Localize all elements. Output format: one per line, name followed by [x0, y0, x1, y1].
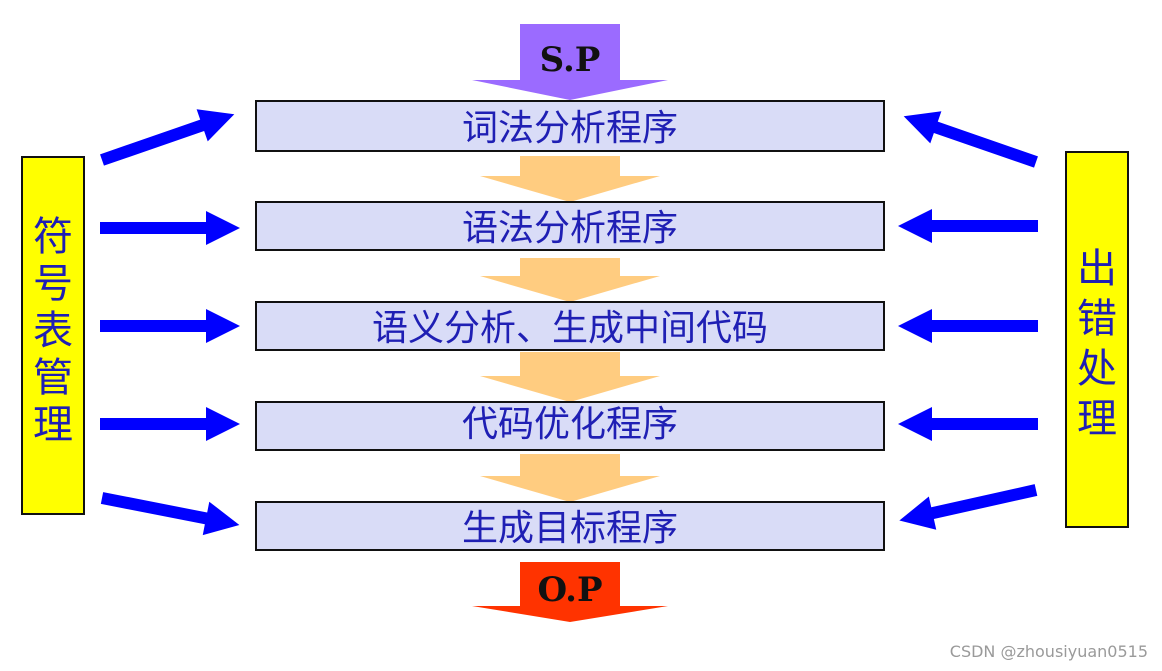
right-arrows	[898, 111, 1038, 530]
stage-4-label: 代码优化程序	[462, 404, 678, 445]
left-arrow-4	[100, 407, 240, 441]
symbol-table-char-1: 符	[33, 214, 73, 260]
symbol-table-char-4: 管	[33, 355, 73, 401]
right-arrow-4	[898, 407, 1038, 441]
left-arrow-3	[100, 309, 240, 343]
flow-arrow-3	[480, 352, 660, 402]
flow-arrow-4	[480, 454, 660, 502]
stage-2: 语法分析程序	[255, 201, 885, 251]
flow-arrow-2	[480, 258, 660, 302]
symbol-table-char-2: 号	[33, 261, 73, 307]
error-handling-char-3: 处	[1077, 346, 1117, 392]
stage-3: 语义分析、生成中间代码	[255, 301, 885, 351]
error-handling-char-2: 错	[1077, 296, 1117, 342]
left-arrow-5	[100, 492, 240, 536]
left-arrow-1	[100, 109, 235, 166]
stage-4: 代码优化程序	[255, 401, 885, 451]
stage-2-label: 语法分析程序	[462, 208, 678, 249]
output-label: O.P	[537, 570, 602, 610]
symbol-table-panel: 符 号 表 管 理	[21, 156, 85, 515]
error-handling-panel: 出 错 处 理	[1065, 151, 1129, 528]
flow-arrows	[480, 156, 660, 502]
stage-5-label: 生成目标程序	[462, 508, 678, 549]
stage-1-label: 词法分析程序	[462, 108, 678, 149]
right-arrow-3	[898, 309, 1038, 343]
flow-arrow-1	[480, 156, 660, 202]
output-arrow: O.P	[472, 562, 668, 622]
left-arrows	[100, 109, 240, 536]
right-arrow-1	[903, 111, 1038, 168]
right-arrow-5	[899, 484, 1038, 530]
input-label: S.P	[540, 40, 601, 80]
stage-1: 词法分析程序	[255, 100, 885, 152]
input-arrow: S.P	[472, 24, 668, 100]
watermark: CSDN @zhousiyuan0515	[949, 642, 1148, 661]
stage-5: 生成目标程序	[255, 501, 885, 551]
left-arrow-2	[100, 211, 240, 245]
error-handling-char-4: 理	[1077, 396, 1117, 442]
symbol-table-char-3: 表	[33, 308, 73, 354]
error-handling-char-1: 出	[1077, 246, 1117, 292]
stage-3-label: 语义分析、生成中间代码	[372, 308, 768, 349]
symbol-table-char-5: 理	[33, 402, 73, 448]
right-arrow-2	[898, 209, 1038, 243]
